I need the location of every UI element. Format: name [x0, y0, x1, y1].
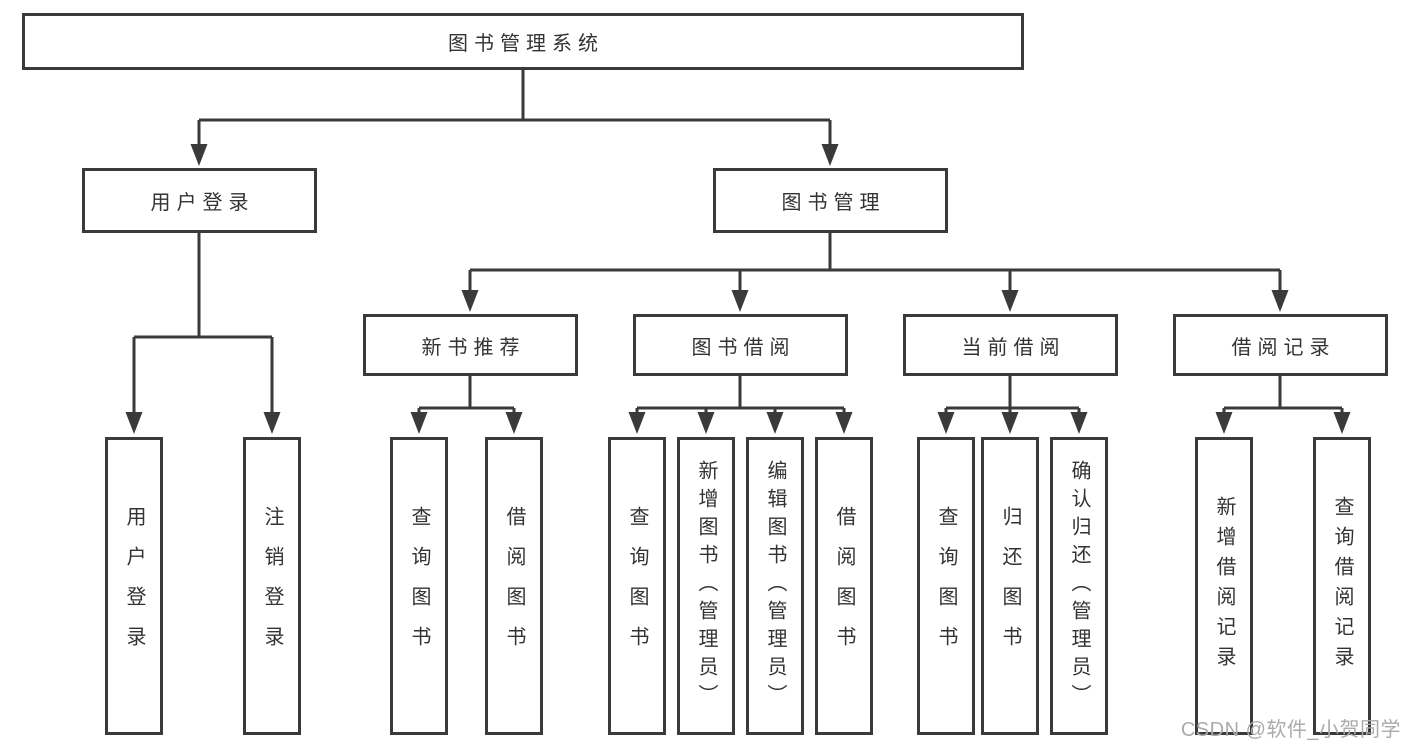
leaf-query-borrow-record: 查询借阅记录 — [1313, 437, 1371, 735]
node-book-management: 图书管理 — [713, 168, 948, 233]
leaf-query-books-1: 查询图书 — [390, 437, 448, 735]
node-label: 当前借阅 — [961, 336, 1066, 359]
leaf-label: 用户登录 — [123, 506, 145, 666]
leaf-label: 查询图书 — [408, 506, 430, 666]
node-label: 图书借阅 — [691, 336, 796, 359]
connector-strokes — [132, 70, 1344, 416]
leaf-label: 确认归还（管理员） — [1068, 460, 1090, 712]
leaf-label: 借阅图书 — [833, 506, 855, 666]
node-label: 借阅记录 — [1231, 336, 1336, 359]
node-label: 图书管理 — [781, 192, 886, 214]
node-library-management-system: 图书管理系统 — [22, 13, 1024, 70]
leaf-confirm-return-admin: 确认归还（管理员） — [1050, 437, 1108, 735]
node-new-book-recommendation: 新书推荐 — [363, 314, 578, 376]
leaf-label: 新增借阅记录 — [1213, 496, 1235, 676]
leaf-label: 查询借阅记录 — [1331, 496, 1353, 676]
leaf-label: 归还图书 — [999, 506, 1021, 666]
leaf-label: 编辑图书（管理员） — [764, 460, 786, 712]
node-borrowing-records: 借阅记录 — [1173, 314, 1388, 376]
leaf-query-books-3: 查询图书 — [917, 437, 975, 735]
node-current-borrowing: 当前借阅 — [903, 314, 1118, 376]
leaf-label: 注销登录 — [261, 506, 283, 666]
node-book-borrowing: 图书借阅 — [633, 314, 848, 376]
leaf-label: 借阅图书 — [503, 506, 525, 666]
node-user-login: 用户登录 — [82, 168, 317, 233]
node-label: 用户登录 — [150, 192, 255, 214]
watermark-text: CSDN @软件_小贺同学 — [1180, 719, 1401, 741]
leaf-return-books: 归还图书 — [981, 437, 1039, 735]
leaf-query-books-2: 查询图书 — [608, 437, 666, 735]
node-label: 图书管理系统 — [448, 33, 604, 55]
leaf-label: 查询图书 — [935, 506, 957, 666]
leaf-label: 查询图书 — [626, 506, 648, 666]
arrowheads — [125, 144, 1351, 434]
leaf-logout: 注销登录 — [243, 437, 301, 735]
leaf-label: 新增图书（管理员） — [695, 460, 717, 712]
leaf-edit-book-admin: 编辑图书（管理员） — [746, 437, 804, 735]
node-label: 新书推荐 — [421, 336, 526, 359]
leaf-add-book-admin: 新增图书（管理员） — [677, 437, 735, 735]
leaf-borrow-books-1: 借阅图书 — [485, 437, 543, 735]
leaf-add-borrow-record: 新增借阅记录 — [1195, 437, 1253, 735]
leaf-user-login: 用户登录 — [105, 437, 163, 735]
leaf-borrow-books-2: 借阅图书 — [815, 437, 873, 735]
